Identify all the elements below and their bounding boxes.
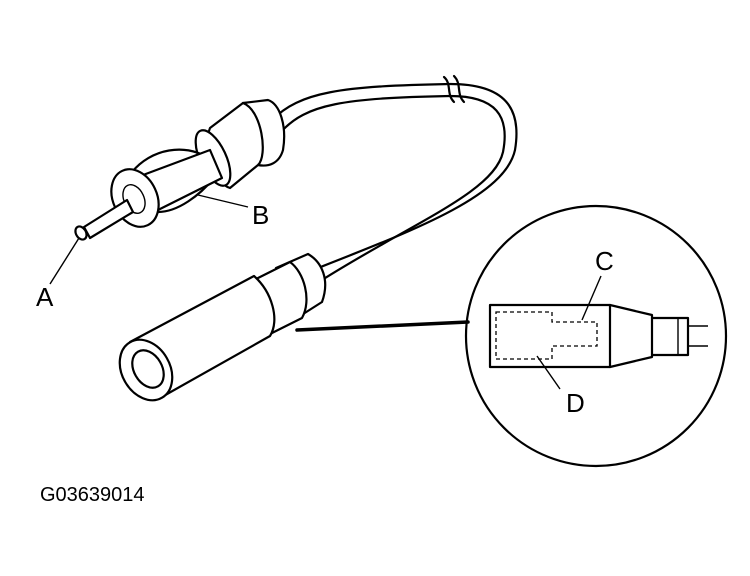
leader-d [536,355,561,390]
cable [270,74,518,282]
detail-leader-line [295,320,470,332]
leader-c [581,275,602,321]
cable-break-mark [442,75,456,104]
male-plug [74,98,286,241]
center-pin [82,198,135,240]
inner-contact [495,311,598,360]
label-b: B [252,200,269,230]
detail-circle [464,204,728,468]
label-d: D [566,388,585,418]
label-c: C [595,246,614,276]
leader-b [197,194,249,208]
leader-a [49,237,80,285]
female-socket [118,252,327,402]
label-a: A [36,282,54,312]
figure-code: G03639014 [40,484,145,506]
